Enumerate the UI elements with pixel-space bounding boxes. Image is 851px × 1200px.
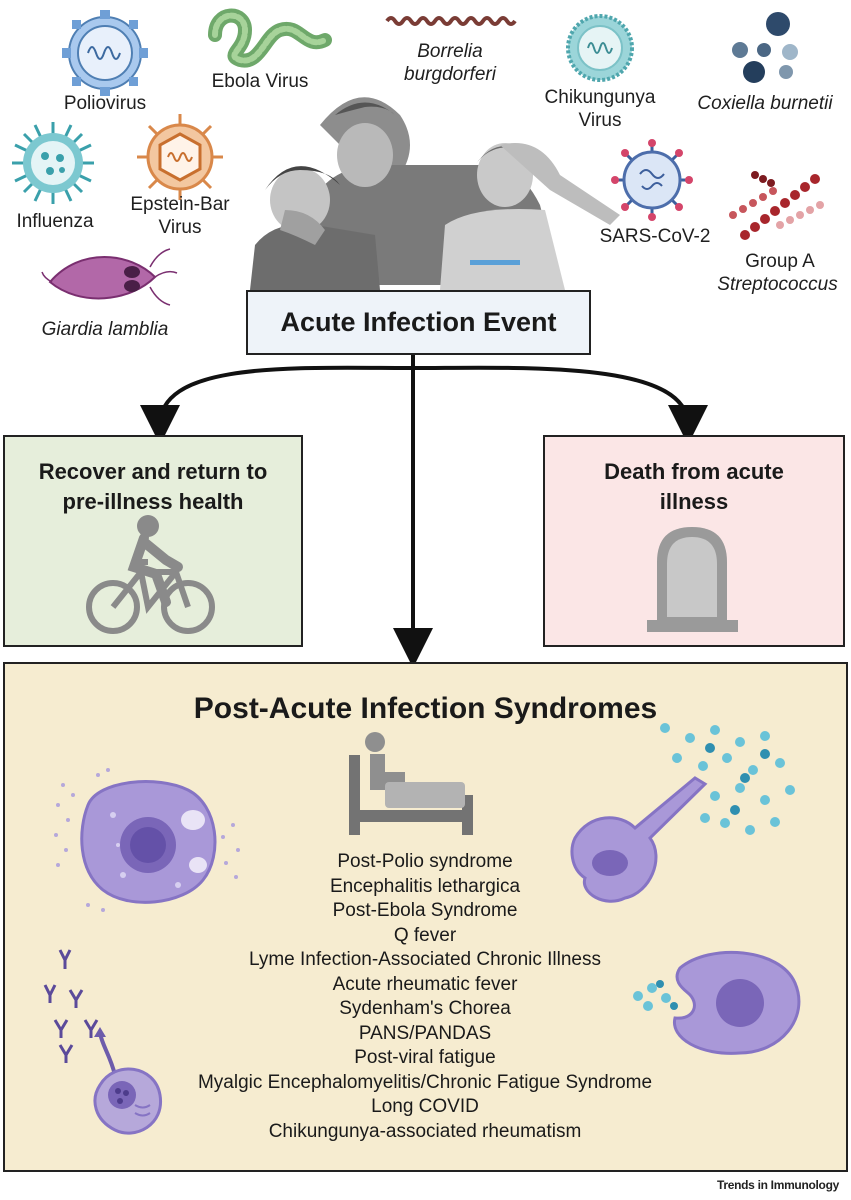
syndrome-item: Long COVID [371, 1096, 479, 1117]
chikungunya-label-line2: Virus [578, 110, 622, 131]
chikungunya-label-line1: Chikungunya [544, 87, 656, 108]
sars-cov-2-icon [611, 139, 693, 221]
macrophage-icon [633, 950, 801, 1055]
flow-arrows [140, 355, 708, 668]
borrelia-label-line2: burgdorferi [404, 64, 496, 85]
death-title-line1: Death from acute [604, 459, 784, 484]
syndrome-item: PANS/PANDAS [358, 1022, 492, 1044]
neuron-icon [570, 723, 795, 903]
poliovirus-label: Poliovirus [63, 93, 147, 114]
recover-box: Recover and return to pre-illness health [3, 435, 303, 647]
syndrome-item: Myalgic Encephalomyelitis/Chronic Fatigu… [197, 1071, 653, 1093]
syndrome-item: Lyme Infection-Associated Chronic Illnes… [248, 949, 601, 970]
tombstone-icon [647, 527, 738, 632]
borrelia-icon [385, 16, 517, 26]
streptococcus-icon [729, 171, 824, 240]
recover-title-line1: Recover and return to [38, 459, 268, 484]
death-title-line2: illness [659, 489, 729, 514]
syndrome-item: Encephalitis lethargica [329, 875, 521, 897]
syndrome-item: Post-Ebola Syndrome [332, 900, 518, 921]
cyclist-icon [86, 515, 215, 634]
influenza-label: Influenza [16, 211, 94, 232]
sick-people-illustration [250, 97, 620, 290]
syndrome-item: Post-Polio syndrome [337, 851, 513, 872]
poliovirus-icon [62, 10, 148, 96]
syndrome-item: Sydenham's Chorea [339, 998, 511, 1019]
recover-title-line2: pre-illness health [62, 489, 244, 514]
syndrome-item: Acute rheumatic fever [332, 973, 518, 995]
giardia-label: Giardia lamblia [41, 319, 169, 340]
influenza-icon [12, 122, 94, 204]
syndrome-item: Chikungunya-associated rheumatism [268, 1120, 582, 1142]
sars-label: SARS-CoV-2 [599, 226, 711, 247]
coxiella-icon [732, 12, 798, 83]
chikungunya-virus-icon [566, 14, 634, 82]
arrow-to-recover [140, 365, 414, 445]
plasma-cell-icon [43, 949, 162, 1135]
arrow-to-death [412, 365, 708, 445]
giardia-icon [41, 248, 178, 306]
acute-infection-event-title: Acute Infection Event [280, 307, 557, 337]
ebv-label-line1: Epstein-Bar [130, 194, 230, 215]
syndrome-item: Q fever [393, 924, 457, 946]
ebola-label: Ebola Virus [211, 71, 309, 92]
ebv-label-line2: Virus [158, 217, 202, 238]
syndrome-item: Post-viral fatigue [354, 1047, 496, 1068]
epstein-barr-virus-icon [137, 114, 223, 200]
immune-cell-icon [54, 768, 240, 912]
strep-label-line1: Group A [745, 251, 815, 272]
syndrome-list: Post-Polio syndrome Encephalitis letharg… [140, 850, 710, 1144]
strep-label-line2: Streptococcus [717, 274, 838, 295]
pais-title: Post-Acute Infection Syndromes [193, 692, 658, 725]
bedridden-patient-icon [349, 732, 473, 835]
ebola-virus-icon [208, 8, 332, 68]
journal-footer: Trends in Immunology [716, 1178, 839, 1192]
borrelia-label-line1: Borrelia [417, 41, 483, 62]
coxiella-label: Coxiella burnetii [697, 93, 833, 114]
acute-infection-event-box: Acute Infection Event [246, 290, 591, 355]
